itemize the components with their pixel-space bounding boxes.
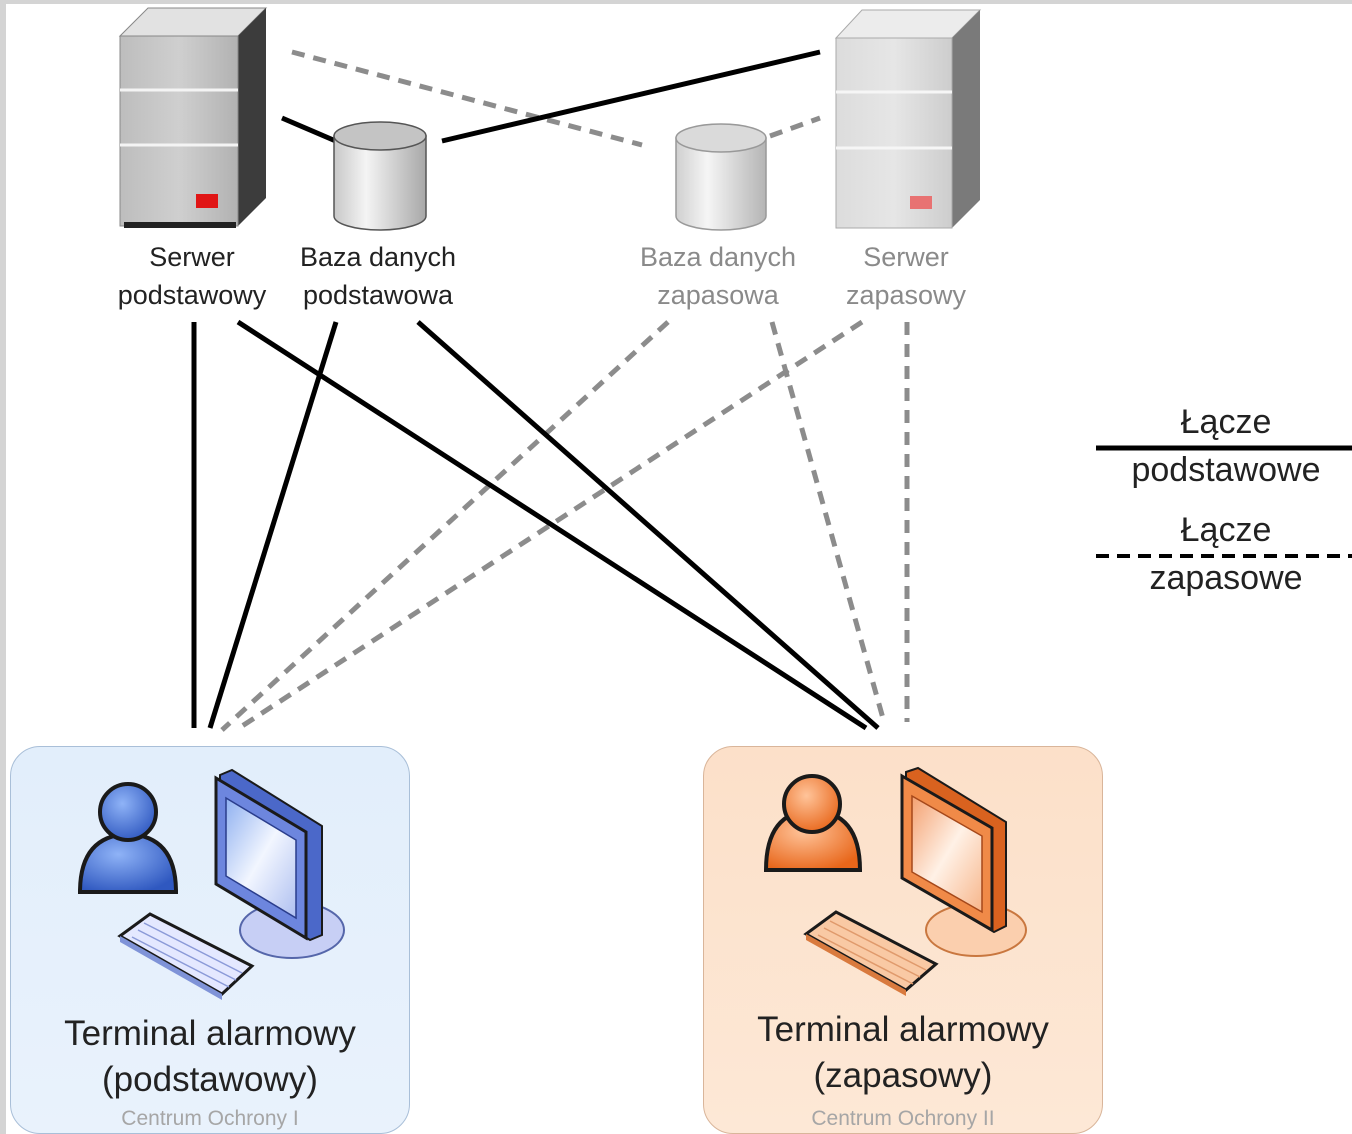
- link-primary-db-primary-terminal: [207, 321, 339, 729]
- link-primary-server-backup-terminal: [236, 319, 868, 731]
- primary-server-label-line1: Serwer: [149, 242, 235, 272]
- backup-terminal-title-line1: Terminal alarmowy: [757, 1010, 1049, 1049]
- primary-db-label-line1: Baza danych: [299, 242, 457, 272]
- backup-server-icon: [834, 9, 982, 229]
- link-backup-server-primary-terminal: [234, 319, 864, 733]
- link-primary-server-backup-db: [291, 49, 643, 148]
- backup-links: [220, 49, 910, 733]
- primary-server-icon: [118, 7, 268, 228]
- backup-operator-icon: [763, 774, 863, 872]
- primary-keyboard-icon: [117, 912, 255, 1000]
- backup-terminal-title-line2: (zapasowy): [813, 1056, 993, 1095]
- backup-monitor-icon: [900, 766, 1027, 957]
- primary-terminal-title-line2: (podstawowy): [102, 1060, 318, 1099]
- primary-operator-icon: [77, 782, 179, 894]
- legend-backup-link-line1: Łącze: [1180, 511, 1272, 549]
- primary-monitor-icon: [214, 768, 345, 959]
- primary-db-label: Baza danych podstawowa: [282, 238, 474, 314]
- legend-primary-link-line1: Łącze: [1180, 403, 1272, 441]
- legend-primary-link-line2: podstawowe: [1131, 451, 1321, 489]
- primary-server-label: Serwer podstawowy: [96, 238, 288, 314]
- primary-terminal-box: Terminal alarmowy (podstawowy) Centrum O…: [10, 746, 410, 1134]
- backup-keyboard-icon: [803, 910, 939, 996]
- backup-server-label: Serwer zapasowy: [822, 238, 990, 314]
- legend-backup-link-label: Łącze zapasowe: [1100, 510, 1352, 598]
- link-primary-server-primary-db: [281, 115, 339, 145]
- link-backup-db-backup-server: [769, 115, 821, 139]
- backup-terminal-title: Terminal alarmowy (zapasowy): [704, 1007, 1102, 1099]
- link-backup-db-primary-terminal: [220, 320, 670, 732]
- link-backup-db-backup-terminal: [769, 321, 887, 723]
- primary-terminal-title: Terminal alarmowy (podstawowy): [11, 1011, 409, 1103]
- backup-database-icon: [675, 123, 767, 231]
- primary-database-icon: [333, 121, 427, 231]
- backup-server-label-line1: Serwer: [863, 242, 949, 272]
- primary-db-label-line2: podstawowa: [302, 280, 454, 310]
- primary-terminal-caption: Centrum Ochrony I: [121, 1107, 299, 1130]
- primary-links: [191, 49, 880, 731]
- backup-db-label: Baza danych zapasowa: [622, 238, 814, 314]
- backup-db-label-line1: Baza danych: [639, 242, 797, 272]
- backup-terminal-caption: Centrum Ochrony II: [811, 1107, 995, 1130]
- legend-backup-link-line2: zapasowe: [1149, 559, 1303, 597]
- primary-server-label-line2: podstawowy: [117, 280, 267, 310]
- backup-db-label-line2: zapasowa: [657, 280, 779, 310]
- legend-primary-link-label: Łącze podstawowe: [1100, 402, 1352, 490]
- primary-terminal-title-line1: Terminal alarmowy: [64, 1014, 356, 1053]
- backup-server-label-line2: zapasowy: [845, 280, 967, 310]
- link-primary-db-backup-terminal: [416, 320, 880, 730]
- link-primary-db-backup-server: [441, 49, 821, 144]
